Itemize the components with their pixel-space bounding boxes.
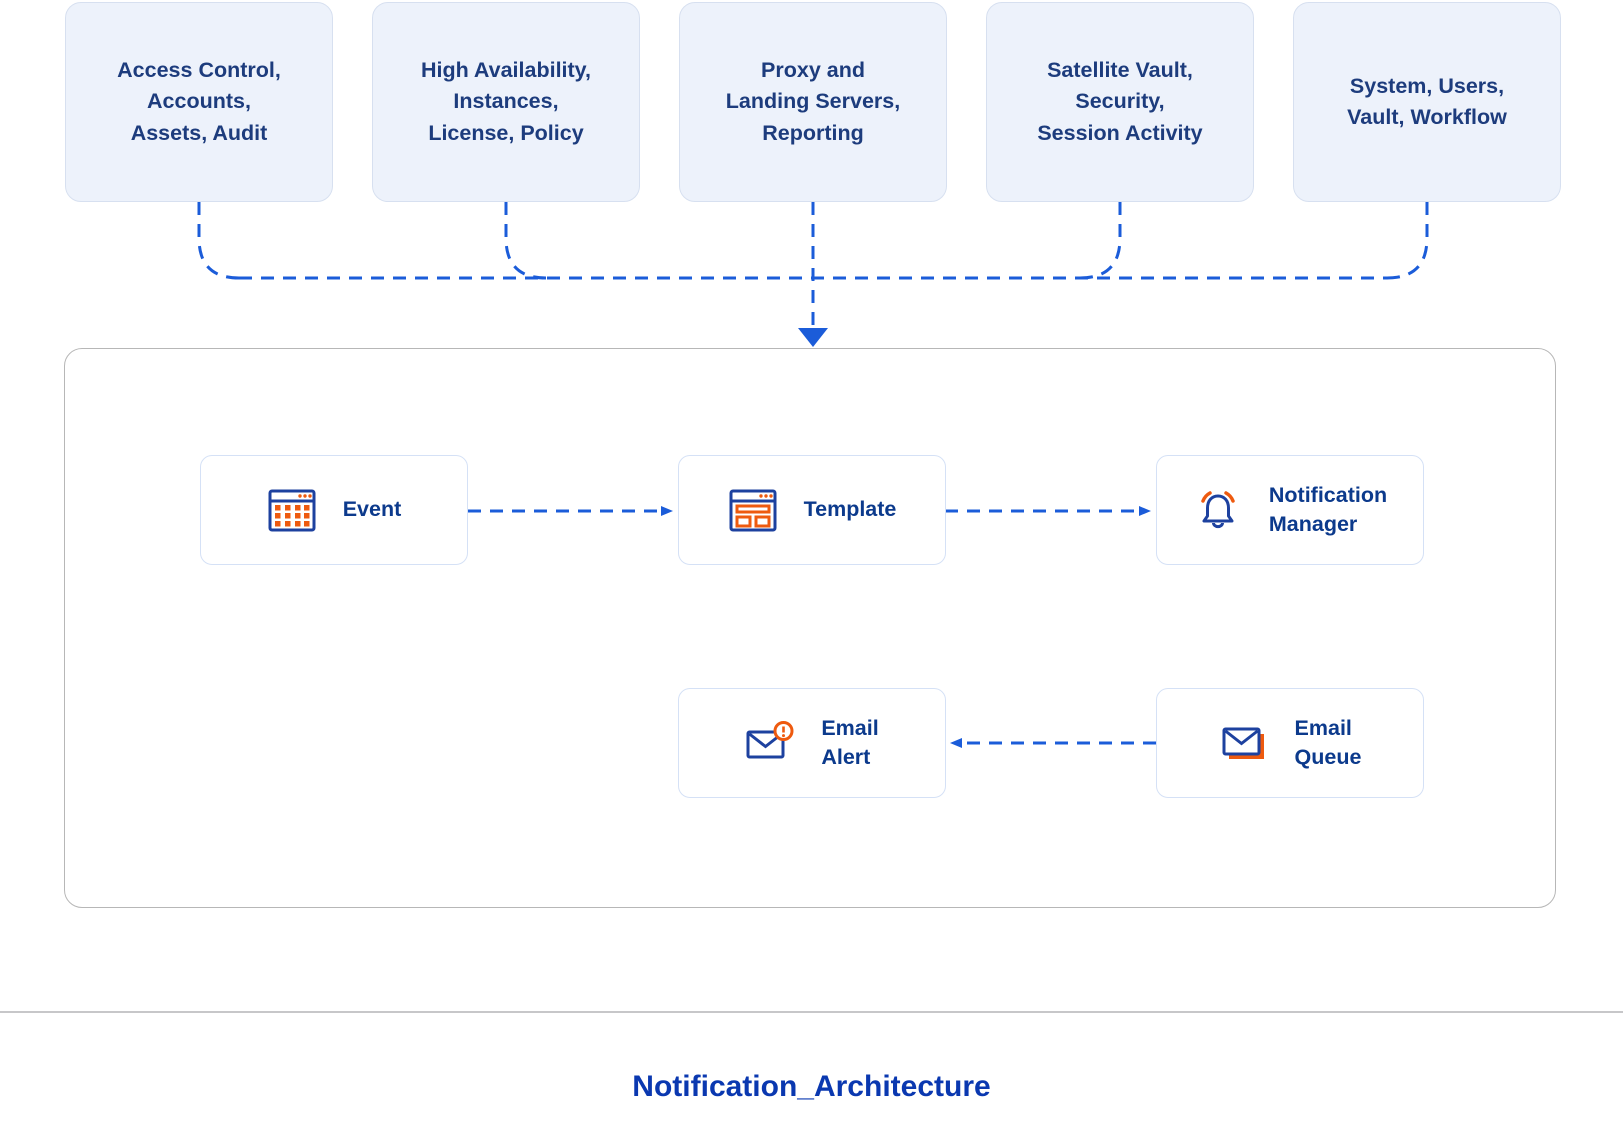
envelope-stack-icon (1219, 718, 1269, 768)
edge-box1-bus (197, 202, 240, 280)
group-box-proxy-reporting: Proxy and Landing Servers, Reporting (679, 2, 947, 202)
node-label: Event (342, 497, 402, 522)
diagram-title: Notification_Architecture (632, 1070, 991, 1103)
node-label: Notification Manager (1268, 482, 1388, 536)
group-box-high-availability: High Availability, Instances, License, P… (372, 2, 640, 202)
edge-box2-bus (504, 202, 547, 280)
group-box-label: System, Users, Vault, Workflow (1347, 73, 1507, 129)
edge-box5-bus (1386, 202, 1429, 280)
node-template: Template (678, 455, 946, 565)
node-email-queue: Email Queue (1156, 688, 1424, 798)
group-box-access-control: Access Control, Accounts, Assets, Audit (65, 2, 333, 202)
node-label: Email Alert (821, 715, 879, 769)
node-label: Email Queue (1294, 715, 1362, 769)
group-box-system-users: System, Users, Vault, Workflow (1293, 2, 1561, 202)
group-box-label: Proxy and Landing Servers, Reporting (725, 58, 901, 145)
bell-icon (1193, 485, 1243, 535)
group-box-satellite-vault: Satellite Vault, Security, Session Activ… (986, 2, 1254, 202)
group-box-label: High Availability, Instances, License, P… (420, 58, 592, 145)
node-label: Template (803, 497, 897, 522)
group-box-label: Access Control, Accounts, Assets, Audit (117, 58, 281, 145)
calendar-grid-icon (267, 485, 317, 535)
node-notification-manager: Notification Manager (1156, 455, 1424, 565)
node-email-alert: Email Alert (678, 688, 946, 798)
center-arrowhead (798, 328, 828, 347)
footer-divider (0, 1011, 1623, 1013)
browser-template-icon (728, 485, 778, 535)
node-event: Event (200, 455, 468, 565)
envelope-alert-icon (745, 718, 795, 768)
group-box-label: Satellite Vault, Security, Session Activ… (1037, 58, 1203, 145)
notification-system-container (64, 348, 1556, 908)
edge-box4-bus (1079, 202, 1122, 280)
